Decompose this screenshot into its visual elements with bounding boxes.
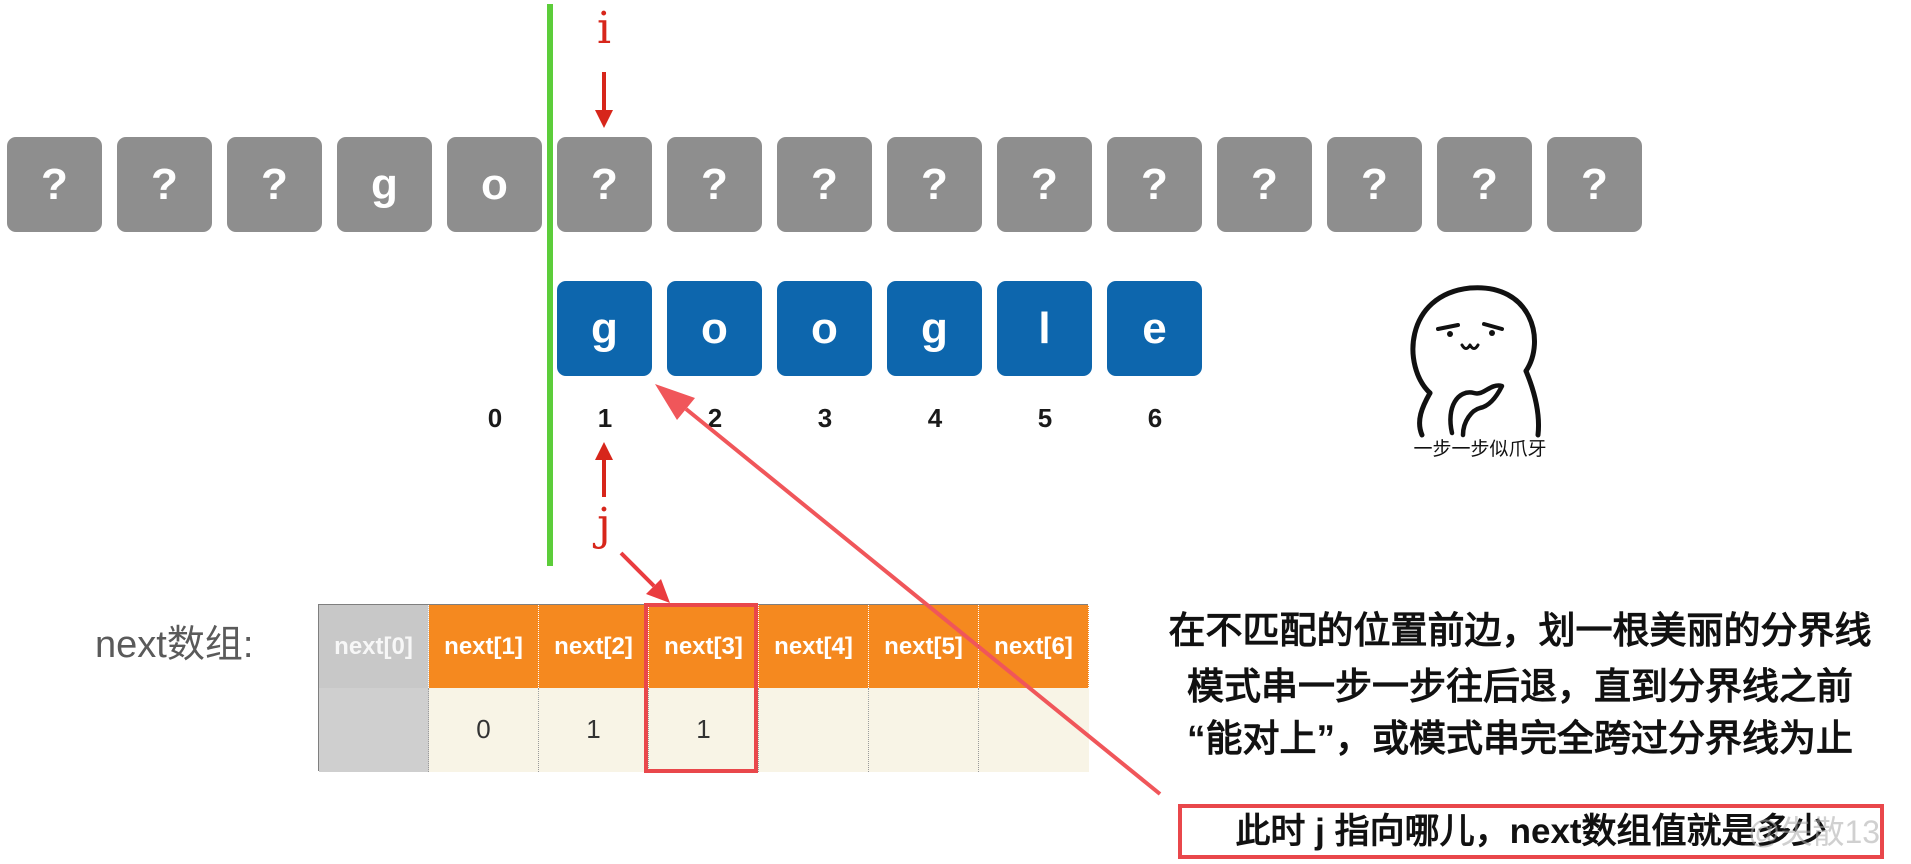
question-box: 此时 j 指向哪儿，next数组值就是多少	[1178, 804, 1884, 859]
explanation-line: “能对上”，或模式串完全跨过分界线为止	[1187, 718, 1853, 759]
pattern-char-box: g	[887, 281, 982, 376]
index-label: 1	[597, 403, 613, 433]
explanation-line: 模式串一步一步往后退，直到分界线之前	[1187, 666, 1853, 707]
text-char-box: ?	[1327, 137, 1422, 232]
cartoon-sticker-image	[1410, 285, 1541, 438]
next-array-label: next数组:	[95, 624, 254, 666]
text-char-box: ?	[1547, 137, 1642, 232]
index-label: 6	[1147, 403, 1163, 433]
text-char-box: ?	[1217, 137, 1312, 232]
next-value-cell: 0	[429, 688, 539, 772]
text-char-box: ?	[227, 137, 322, 232]
index-label: 2	[707, 403, 723, 433]
text-char-box: ?	[117, 137, 212, 232]
text-char-box: ?	[997, 137, 1092, 232]
text-char-box: o	[447, 137, 542, 232]
sticker-right-eye	[1489, 330, 1495, 336]
next-header-cell: next[6]	[979, 605, 1089, 688]
index-label: 5	[1037, 403, 1053, 433]
text-char-box: ?	[777, 137, 872, 232]
text-char-box: ?	[667, 137, 762, 232]
sticker-left-brow	[1436, 323, 1460, 331]
index-label: 4	[927, 403, 943, 433]
next-value-cell	[979, 688, 1089, 772]
pattern-char-box: e	[1107, 281, 1202, 376]
pattern-char-box: g	[557, 281, 652, 376]
text-char-box: ?	[1437, 137, 1532, 232]
next-value-cell: 1	[539, 688, 649, 772]
text-char-box: g	[337, 137, 432, 232]
sticker-right-brow	[1482, 322, 1504, 331]
next-value-cell	[319, 688, 429, 772]
text-char-box: ?	[557, 137, 652, 232]
text-char-box: ?	[7, 137, 102, 232]
j-to-next3-arrow	[619, 551, 670, 603]
next-value-cell	[759, 688, 869, 772]
pointer-i-arrow	[595, 72, 613, 128]
explanation-line: 在不匹配的位置前边，划一根美丽的分界线	[1168, 610, 1872, 651]
sticker-caption: 一步一步似爪牙	[1413, 439, 1547, 460]
next-header-cell: next[2]	[539, 605, 649, 688]
next-3-highlight-box	[644, 603, 758, 773]
boundary-line	[547, 4, 553, 566]
index-label: 0	[487, 403, 503, 433]
sticker-body-left	[1417, 390, 1433, 438]
sticker-mouth	[1460, 343, 1480, 350]
watermark: @失散13	[1748, 814, 1881, 850]
sticker-head-outline	[1410, 285, 1537, 396]
pointer-j-label: j	[597, 499, 611, 550]
pattern-char-box: l	[997, 281, 1092, 376]
next-value-cell	[869, 688, 979, 772]
pointer-j-arrow	[595, 442, 613, 497]
pattern-char-box: o	[667, 281, 762, 376]
next-header-cell: next[5]	[869, 605, 979, 688]
text-char-box: ?	[887, 137, 982, 232]
next-header-cell: next[0]	[319, 605, 429, 688]
next-header-cell: next[1]	[429, 605, 539, 688]
index-label: 3	[817, 403, 833, 433]
next-header-cell: next[4]	[759, 605, 869, 688]
pointer-i-label: i	[596, 3, 612, 54]
sticker-body-right	[1523, 368, 1541, 438]
text-char-box: ?	[1107, 137, 1202, 232]
sticker-left-eye	[1447, 331, 1453, 337]
sticker-hand	[1448, 383, 1505, 438]
pattern-char-box: o	[777, 281, 872, 376]
